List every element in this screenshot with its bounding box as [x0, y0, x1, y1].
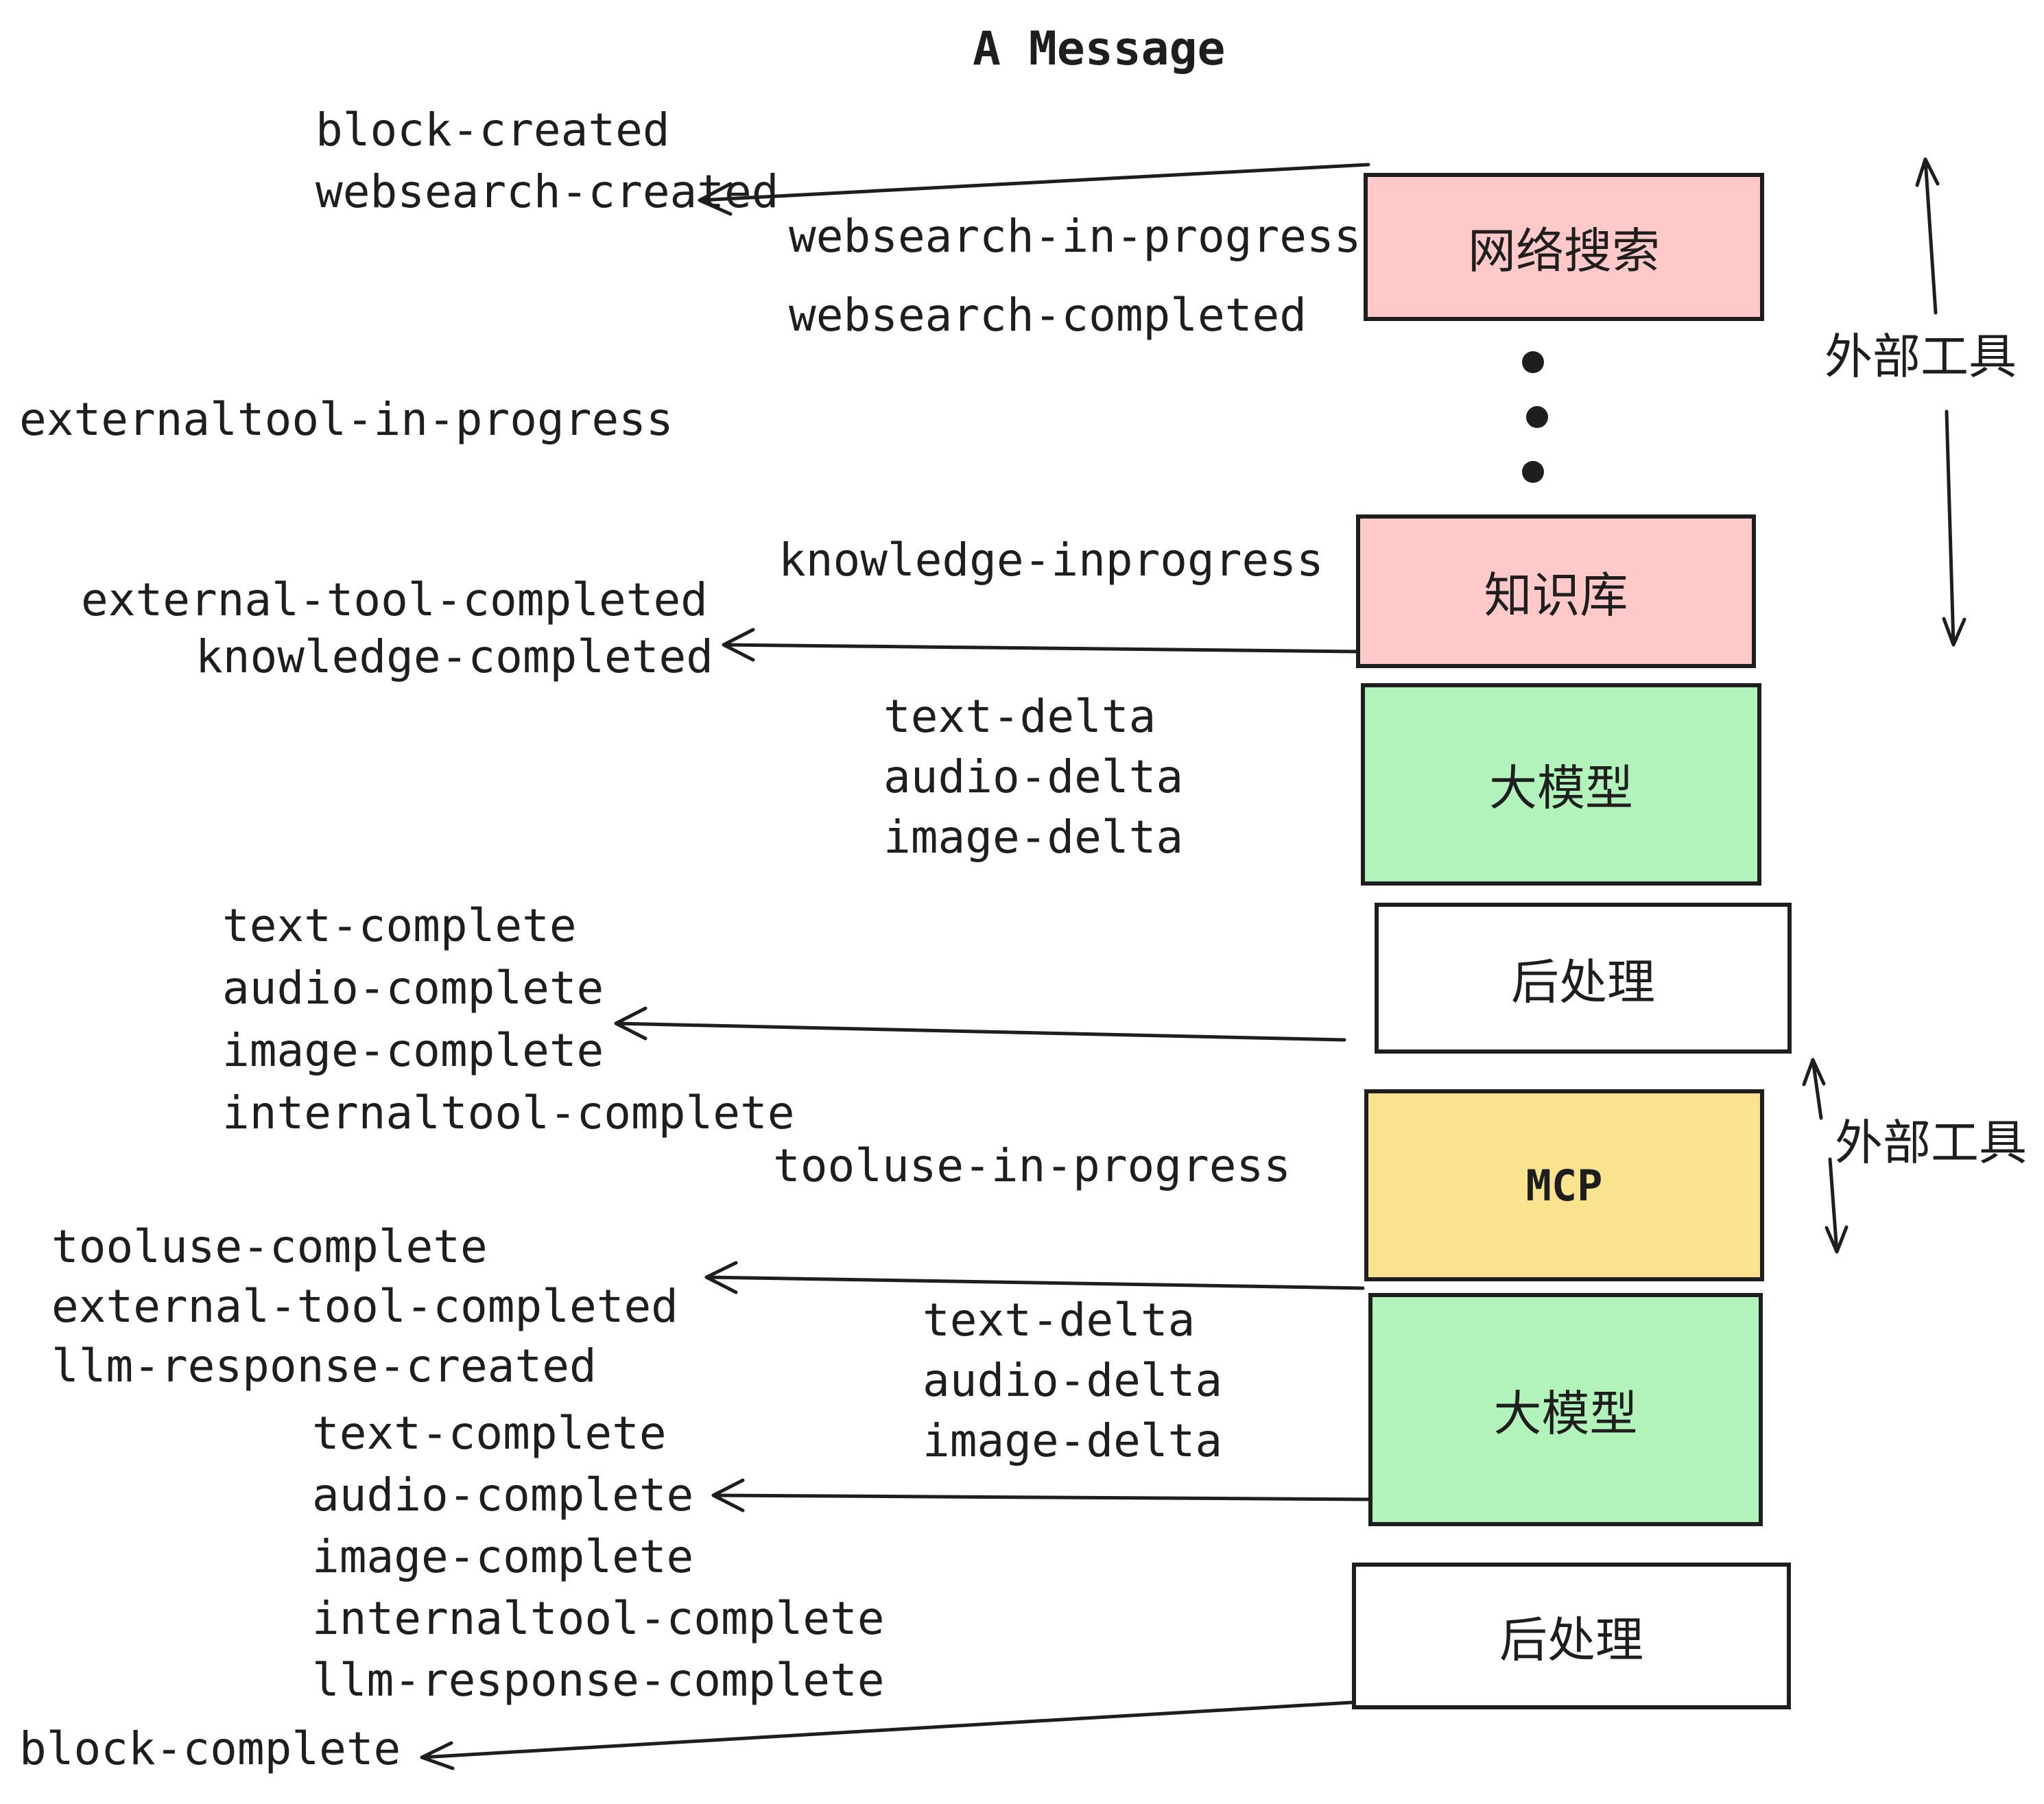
websearch-box: 网络搜索	[1364, 173, 1764, 321]
event-delta-list-1: text-delta audio-delta image-delta	[883, 687, 1183, 868]
event-external-tool-completed-2: external-tool-completed	[51, 1280, 678, 1333]
postprocess-box-2-label: 后处理	[1499, 1613, 1643, 1667]
llm-box-1-label: 大模型	[1489, 761, 1633, 815]
arrow-tooluse-complete	[704, 1261, 1365, 1294]
postprocess-box-2: 后处理	[1352, 1563, 1791, 1709]
event-llm-response-complete: llm-response-complete	[312, 1654, 885, 1707]
event-complete-list-2: text-complete audio-complete image-compl…	[312, 1403, 884, 1711]
llm-box-2: 大模型	[1368, 1293, 1763, 1526]
arrow-external-tools-down-2	[1825, 1157, 1849, 1254]
event-knowledge-completed: knowledge-completed	[195, 630, 713, 683]
event-llm-response-created: llm-response-created	[51, 1340, 597, 1392]
arrow-external-tools-up-2	[1802, 1058, 1826, 1120]
event-websearch-completed: websearch-completed	[789, 289, 1307, 342]
event-externaltool-in-progress: externaltool-in-progress	[19, 393, 674, 446]
event-audio-complete: audio-complete	[222, 962, 604, 1014]
event-block-complete: block-complete	[19, 1722, 401, 1775]
mcp-box: MCP	[1364, 1089, 1764, 1281]
websearch-box-label: 网络搜索	[1468, 224, 1660, 278]
event-audio-complete: audio-complete	[312, 1469, 694, 1521]
knowledge-base-box: 知识库	[1356, 514, 1756, 668]
event-text-complete: text-complete	[312, 1407, 667, 1460]
external-tools-label-1: 外部工具	[1825, 330, 2017, 383]
arrow-block-complete	[420, 1700, 1353, 1770]
arrow-knowledge-completed	[722, 628, 1364, 662]
postprocess-box-1: 后处理	[1375, 903, 1792, 1054]
arrow-complete-1	[614, 1006, 1346, 1042]
event-complete-list-1: text-complete audio-complete image-compl…	[222, 894, 794, 1144]
event-text-delta: text-delta	[883, 690, 1156, 743]
mcp-box-label: MCP	[1525, 1160, 1603, 1211]
arrow-block-created	[698, 163, 1370, 216]
knowledge-base-box-label: 知识库	[1484, 568, 1628, 622]
event-tooluse-in-progress: tooluse-in-progress	[773, 1139, 1291, 1192]
event-image-delta: image-delta	[923, 1414, 1223, 1467]
event-image-delta: image-delta	[883, 811, 1184, 864]
event-block-created: block-created	[316, 104, 670, 156]
event-image-complete: image-complete	[312, 1530, 694, 1583]
event-websearch-created: websearch-created	[316, 165, 779, 218]
external-tools-label-2: 外部工具	[1835, 1116, 2027, 1170]
arrow-complete-2	[711, 1478, 1382, 1512]
event-text-delta: text-delta	[923, 1294, 1196, 1346]
event-delta-list-2: text-delta audio-delta image-delta	[923, 1290, 1222, 1471]
arrow-external-tools-up-1	[1915, 157, 1940, 315]
event-tooluse-complete: tooluse-complete	[51, 1220, 488, 1273]
vertical-ellipsis-dots	[1522, 351, 1548, 483]
event-external-tool-completed: external-tool-completed	[81, 573, 708, 626]
diagram-title: A Message	[973, 22, 1226, 76]
arrow-external-tools-down-1	[1942, 410, 1966, 647]
llm-box-1: 大模型	[1361, 683, 1761, 886]
postprocess-box-1-label: 后处理	[1511, 955, 1655, 1009]
event-internaltool-complete: internaltool-complete	[222, 1087, 795, 1139]
event-image-complete: image-complete	[222, 1024, 604, 1077]
event-audio-delta: audio-delta	[883, 750, 1184, 803]
event-internaltool-complete: internaltool-complete	[312, 1592, 885, 1645]
event-knowledge-inprogress: knowledge-inprogress	[779, 534, 1324, 586]
event-text-complete: text-complete	[222, 899, 577, 952]
event-audio-delta: audio-delta	[923, 1354, 1223, 1407]
llm-box-2-label: 大模型	[1493, 1386, 1638, 1440]
event-websearch-in-progress: websearch-in-progress	[789, 210, 1362, 263]
